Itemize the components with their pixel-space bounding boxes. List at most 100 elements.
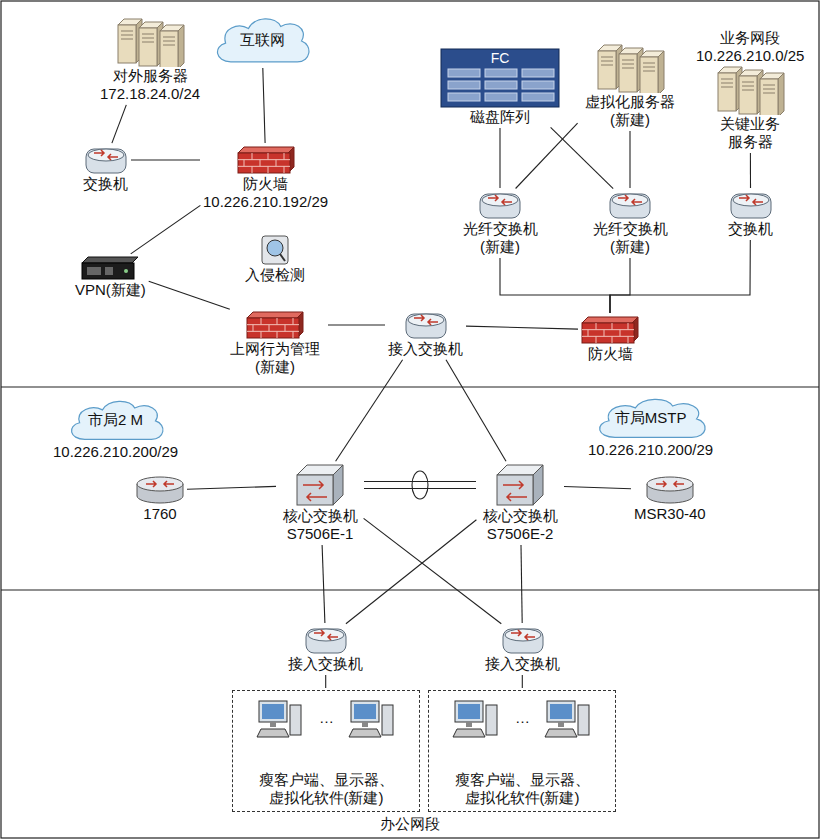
link-line: [551, 127, 614, 188]
node-label: FC: [490, 49, 511, 67]
device-icon: [495, 463, 545, 507]
link-line: [149, 281, 230, 309]
device-icon: [245, 310, 305, 340]
device-icon: [236, 145, 296, 175]
vpn-icon: [80, 255, 140, 281]
aggregation-ring: [412, 471, 428, 499]
device-node: 上网行为管理 (新建): [224, 310, 326, 376]
node-label: 入侵检测: [244, 266, 306, 284]
link-line: [750, 153, 751, 188]
switch-icon: [304, 625, 348, 655]
node-label: 1760: [142, 505, 177, 523]
connector: [750, 153, 751, 188]
device-icon: [304, 625, 348, 655]
connector: [149, 281, 230, 309]
node-label: 业务网段: [719, 29, 781, 47]
band-label: 办公网段: [378, 815, 442, 833]
device-node: 市局MSTP10.226.210.200/29: [587, 395, 714, 459]
device-icon: [478, 190, 522, 220]
connector: [446, 360, 506, 462]
link-line: [263, 68, 265, 143]
device-icon: FC: [440, 48, 560, 108]
connector: [364, 471, 476, 499]
node-label: 交换机: [727, 220, 774, 238]
node-label: 关键业务 服务器: [715, 115, 785, 151]
node-label: 10.226.210.200/29: [52, 443, 179, 461]
node-label: 对外服务器: [112, 67, 189, 85]
link-line: [336, 360, 403, 462]
connector: [610, 258, 630, 313]
connector: [131, 205, 201, 254]
link-line: [521, 545, 522, 623]
device-node: VPN(新建): [74, 255, 147, 299]
device-icon: [135, 475, 185, 505]
node-label: 核心交换机 S7506E-1: [278, 507, 362, 543]
device-node: 接入交换机: [387, 310, 464, 358]
connector: [131, 160, 200, 161]
node-label: 10.226.210.200/29: [587, 441, 714, 459]
connector: [322, 545, 325, 623]
link-line: [131, 159, 200, 160]
device-icon: [645, 475, 695, 505]
device-node: FC 磁盘阵列: [440, 48, 560, 126]
device-icon: [404, 310, 448, 340]
node-label: 接入交换机: [484, 655, 561, 673]
node-label: 防火墙: [242, 175, 289, 193]
router-icon: [135, 475, 185, 505]
connector: [346, 520, 477, 624]
device-icon: 互联网: [210, 14, 314, 66]
link-line: [112, 105, 126, 143]
connector: [328, 325, 385, 326]
connector: [325, 675, 326, 688]
switch-icon: [729, 190, 773, 220]
link-line: [564, 487, 631, 489]
node-label: 核心交换机 S7506E-2: [478, 507, 562, 543]
device-node: 防火墙10.226.210.192/29: [202, 145, 329, 211]
device-icon: [608, 190, 652, 220]
switch-icon: [404, 310, 448, 340]
device-node: 互联网: [210, 14, 314, 66]
link-line: [325, 675, 326, 688]
link-line: [364, 481, 476, 482]
node-label: 上网行为管理 (新建): [224, 340, 326, 376]
device-node: 接入交换机: [287, 625, 364, 673]
router-icon: [645, 475, 695, 505]
connector: [500, 258, 610, 313]
device-icon: [580, 315, 640, 345]
node-label: 172.18.24.0/24: [99, 85, 201, 103]
device-icon: [729, 190, 773, 220]
node-label: 10.226.210.192/29: [202, 193, 329, 211]
link-line: [466, 326, 578, 329]
node-label: 磁盘阵列: [469, 108, 531, 126]
device-icon: 市局MSTP: [591, 395, 711, 441]
node-label: 瘦客户端、显示器、 虚拟化软件(新建): [445, 771, 599, 807]
band-divider: [1, 386, 819, 387]
device-node: MSR30-40: [633, 475, 707, 523]
core-switch-icon: [495, 463, 545, 507]
device-icon: [80, 255, 140, 281]
link-line: [131, 205, 201, 254]
device-icon: [84, 145, 128, 175]
device-node: 市局2 M10.226.210.200/29: [52, 397, 179, 461]
device-icon: [594, 43, 666, 93]
device-node: 虚拟化服务器 (新建): [579, 43, 681, 129]
node-label: 接入交换机: [287, 655, 364, 673]
node-label: 光纤交换机 (新建): [458, 220, 542, 256]
server-icon: [714, 65, 786, 115]
firewall-icon: [580, 315, 640, 345]
node-label: 瘦客户端、显示器、 虚拟化软件(新建): [249, 771, 403, 807]
band-divider: [1, 589, 819, 590]
device-node: 对外服务器172.18.24.0/24: [99, 17, 201, 103]
node-label: 10.226.210.0/25: [695, 47, 805, 65]
device-icon: [295, 463, 345, 507]
switch-icon: [501, 625, 545, 655]
connector: [630, 131, 631, 188]
connector: [112, 105, 126, 143]
device-node: 光纤交换机 (新建): [588, 190, 672, 256]
node-label: MSR30-40: [633, 505, 707, 523]
ids-icon: [260, 234, 290, 266]
device-icon: 市局2 M: [64, 397, 168, 443]
connector: [564, 487, 631, 489]
node-label: 光纤交换机 (新建): [588, 220, 672, 256]
